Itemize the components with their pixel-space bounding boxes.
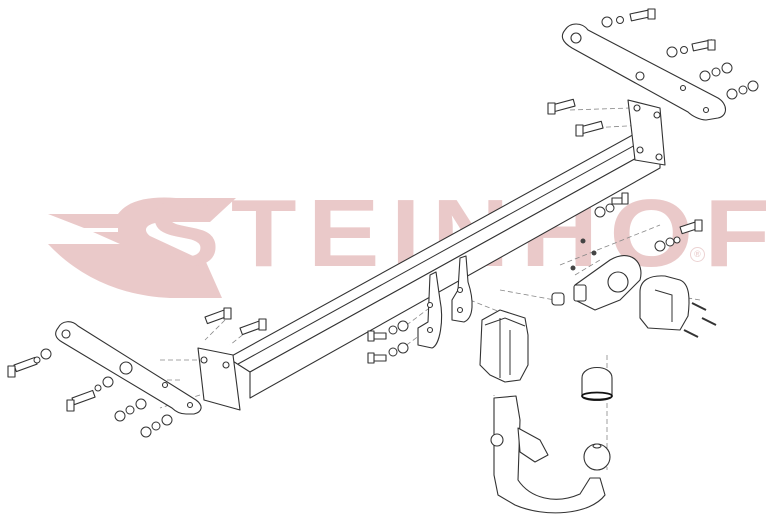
- crossbar-bolts-left: [204, 307, 267, 336]
- left-side-bracket: [7, 307, 267, 438]
- washer-nut-stack: [114, 398, 173, 438]
- socket-holder: [573, 254, 642, 311]
- ball-cover: [581, 366, 613, 402]
- end-plate-left: [197, 347, 241, 411]
- locking-knob-icon: [490, 433, 504, 447]
- socket-holder-fasteners: [551, 192, 703, 306]
- tow-ball-neck: [490, 395, 611, 514]
- electrical-socket: [639, 275, 717, 338]
- center-hangers: [367, 255, 473, 364]
- crossbar: [197, 99, 666, 411]
- screw-icon: [683, 302, 717, 338]
- bolt-icon: [7, 348, 52, 378]
- hanger-bolts: [367, 320, 409, 364]
- right-side-bracket: [561, 8, 759, 121]
- washer-nut-stack: [699, 62, 759, 100]
- spacer-sleeve: [551, 292, 565, 306]
- bolt-hole: [570, 32, 582, 44]
- crossbar-bolts-right: [547, 98, 604, 137]
- receiver-housing: [479, 309, 529, 383]
- bolt-icon: [666, 39, 716, 58]
- bolt-icon: [601, 8, 656, 28]
- nut-icon: [635, 71, 645, 81]
- bolt-icon: [66, 376, 114, 412]
